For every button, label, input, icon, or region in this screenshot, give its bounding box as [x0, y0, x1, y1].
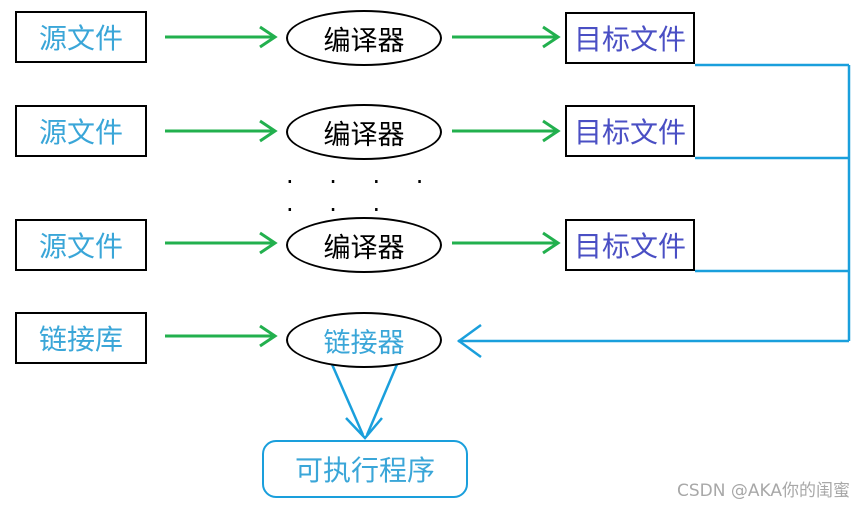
compiler-ellipse-1: 编译器	[286, 10, 442, 66]
arrow-linker-to-executable	[329, 361, 400, 440]
compiler-label-2: 编译器	[323, 119, 405, 151]
arrow-library-to-linker	[165, 324, 278, 348]
compiler-ellipse-2: 编译器	[286, 104, 442, 160]
executable-box: 可执行程序	[262, 440, 468, 498]
ellipsis-dots: · · · · · · ·	[286, 168, 438, 224]
compiler-ellipse-3: 编译器	[286, 217, 442, 273]
arrow-compiler-to-target-1	[452, 25, 561, 49]
object-file-box-2: 目标文件	[565, 105, 695, 157]
arrow-source-to-compiler-2	[165, 119, 278, 143]
compiler-label-1: 编译器	[323, 25, 405, 57]
arrow-compiler-to-target-3	[452, 231, 561, 255]
source-file-label-1: 源文件	[38, 22, 123, 55]
executable-label: 可执行程序	[294, 454, 435, 487]
compiler-label-3: 编译器	[323, 232, 405, 264]
source-file-box-1: 源文件	[15, 11, 147, 63]
watermark: CSDN @AKA你的闺蜜	[677, 481, 850, 501]
arrow-source-to-compiler-1	[165, 25, 278, 49]
linker-label: 链接器	[323, 327, 405, 359]
arrow-source-to-compiler-3	[165, 231, 278, 255]
object-file-label-2: 目标文件	[573, 116, 686, 149]
object-file-box-3: 目标文件	[565, 219, 695, 271]
bus-targets-to-linker	[456, 63, 851, 359]
source-file-label-2: 源文件	[38, 116, 123, 149]
arrow-compiler-to-target-2	[452, 119, 561, 143]
object-file-label-3: 目标文件	[573, 230, 686, 263]
library-label: 链接库	[38, 323, 123, 356]
linker-ellipse: 链接器	[286, 312, 442, 368]
source-file-label-3: 源文件	[38, 230, 123, 263]
source-file-box-3: 源文件	[15, 219, 147, 271]
library-box: 链接库	[15, 312, 147, 364]
source-file-box-2: 源文件	[15, 105, 147, 157]
object-file-label-1: 目标文件	[573, 23, 686, 56]
object-file-box-1: 目标文件	[565, 12, 695, 64]
